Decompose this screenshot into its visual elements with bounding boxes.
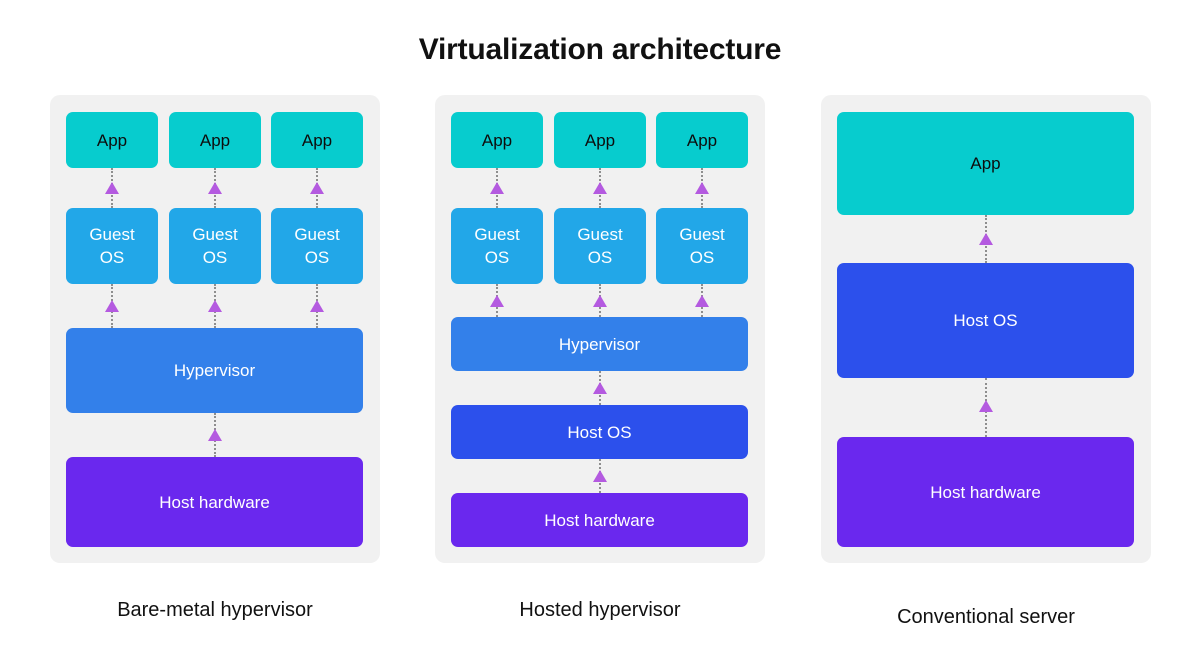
caption-hosted-hypervisor: Hosted hypervisor <box>519 599 681 621</box>
arrow-hypervisor-to-guest-os <box>310 284 324 328</box>
block-host-hardware[interactable]: Host hardware <box>837 437 1134 547</box>
block-app[interactable]: App <box>837 112 1134 215</box>
arrow-head-icon <box>979 400 993 412</box>
panels-row: App App App Guest OS Guest OS Guest OS <box>0 95 1200 565</box>
arrow-head-icon <box>208 429 222 441</box>
block-host-hardware[interactable]: Host hardware <box>451 493 748 547</box>
arrow-host-os-to-hypervisor <box>593 371 607 405</box>
block-app[interactable]: App <box>66 112 158 168</box>
block-host-os[interactable]: Host OS <box>451 405 748 459</box>
arrow-head-icon <box>208 300 222 312</box>
arrow-head-icon <box>695 182 709 194</box>
block-hypervisor[interactable]: Hypervisor <box>66 328 363 413</box>
arrow-head-icon <box>310 300 324 312</box>
arrow-head-icon <box>593 382 607 394</box>
arrow-head-icon <box>979 233 993 245</box>
block-app[interactable]: App <box>554 112 646 168</box>
arrow-guest-os-to-app <box>105 168 119 208</box>
arrow-guest-os-to-app <box>695 168 709 208</box>
arrow-head-icon <box>593 470 607 482</box>
arrow-guest-os-to-app <box>490 168 504 208</box>
arrow-head-icon <box>105 182 119 194</box>
arrow-hardware-to-host-os <box>593 459 607 493</box>
caption-bare-metal-hypervisor: Bare-metal hypervisor <box>117 599 313 621</box>
arrow-head-icon <box>208 182 222 194</box>
block-host-hardware[interactable]: Host hardware <box>66 457 363 547</box>
arrow-head-icon <box>695 295 709 307</box>
block-app[interactable]: App <box>451 112 543 168</box>
arrow-hypervisor-to-guest-os <box>105 284 119 328</box>
arrow-hypervisor-to-guest-os <box>695 284 709 317</box>
block-host-os[interactable]: Host OS <box>837 263 1134 378</box>
arrow-hardware-to-host-os <box>979 378 993 437</box>
arrow-hypervisor-to-guest-os <box>208 284 222 328</box>
panel-conventional-server: App Host OS Host hardware <box>821 95 1151 563</box>
block-guest-os[interactable]: Guest OS <box>451 208 543 284</box>
arrow-guest-os-to-app <box>310 168 324 208</box>
arrow-guest-os-to-app <box>208 168 222 208</box>
block-app[interactable]: App <box>271 112 363 168</box>
arrow-host-os-to-app <box>979 215 993 263</box>
arrow-hardware-to-hypervisor <box>208 413 222 457</box>
arrow-head-icon <box>593 182 607 194</box>
panel-hosted-hypervisor: App App App Guest OS Guest OS Guest OS <box>435 95 765 563</box>
arrow-head-icon <box>593 295 607 307</box>
panel-bare-metal-hypervisor: App App App Guest OS Guest OS Guest OS <box>50 95 380 563</box>
arrow-hypervisor-to-guest-os <box>490 284 504 317</box>
block-guest-os[interactable]: Guest OS <box>271 208 363 284</box>
arrow-guest-os-to-app <box>593 168 607 208</box>
arrow-head-icon <box>105 300 119 312</box>
block-app[interactable]: App <box>169 112 261 168</box>
arrow-head-icon <box>310 182 324 194</box>
block-guest-os[interactable]: Guest OS <box>656 208 748 284</box>
block-hypervisor[interactable]: Hypervisor <box>451 317 748 371</box>
block-guest-os[interactable]: Guest OS <box>169 208 261 284</box>
arrow-head-icon <box>490 182 504 194</box>
arrow-hypervisor-to-guest-os <box>593 284 607 317</box>
caption-conventional-server: Conventional server <box>897 606 1075 628</box>
block-app[interactable]: App <box>656 112 748 168</box>
arrow-head-icon <box>490 295 504 307</box>
block-guest-os[interactable]: Guest OS <box>66 208 158 284</box>
page-title: Virtualization architecture <box>418 33 782 66</box>
block-guest-os[interactable]: Guest OS <box>554 208 646 284</box>
